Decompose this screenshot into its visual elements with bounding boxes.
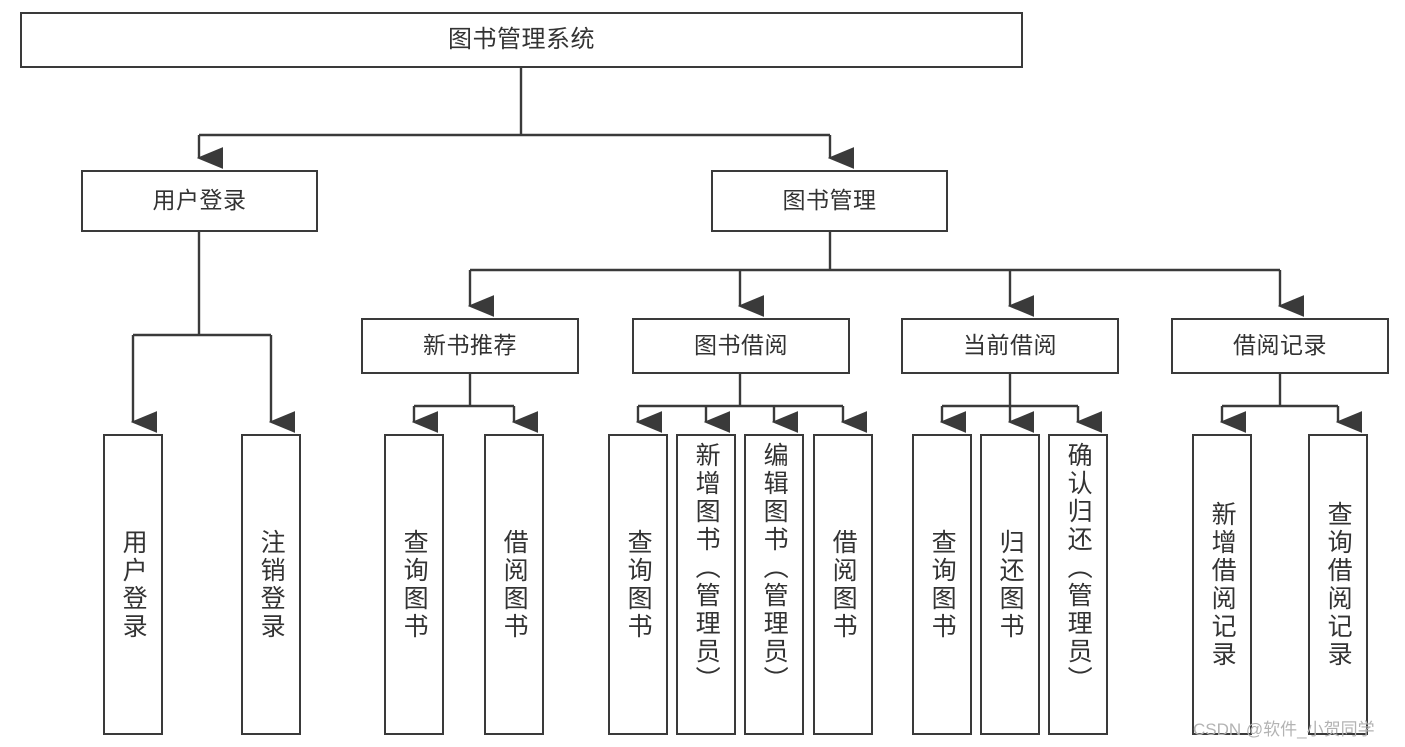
leaf-add-book-admin[interactable]: 新增图书（管理员） <box>676 434 736 735</box>
leaf-query-book-recommend[interactable]: 查询图书 <box>384 434 444 735</box>
node-root-system[interactable]: 图书管理系统 <box>20 12 1023 68</box>
node-label: 用户登录 <box>152 187 247 214</box>
leaf-borrow-book-recommend[interactable]: 借阅图书 <box>484 434 544 735</box>
node-label: 图书管理系统 <box>448 25 595 53</box>
node-label: 新书推荐 <box>423 332 517 359</box>
node-borrow-record[interactable]: 借阅记录 <box>1171 318 1389 374</box>
node-book-borrow[interactable]: 图书借阅 <box>632 318 850 374</box>
node-label: 新增图书（管理员） <box>692 442 721 694</box>
leaf-query-borrow-record[interactable]: 查询借阅记录 <box>1308 434 1368 735</box>
leaf-borrow-book[interactable]: 借阅图书 <box>813 434 873 735</box>
node-label: 查询图书 <box>928 528 957 641</box>
node-label: 借阅图书 <box>500 528 529 641</box>
node-label: 新增借阅记录 <box>1208 500 1237 669</box>
node-new-book-recommend[interactable]: 新书推荐 <box>361 318 579 374</box>
node-label: 图书借阅 <box>694 332 788 359</box>
node-label: 查询借阅记录 <box>1324 500 1353 669</box>
node-label: 注销登录 <box>257 528 286 641</box>
leaf-query-book-borrow[interactable]: 查询图书 <box>608 434 668 735</box>
node-label: 确认归还（管理员） <box>1064 442 1093 694</box>
node-user-login[interactable]: 用户登录 <box>81 170 318 232</box>
leaf-add-borrow-record[interactable]: 新增借阅记录 <box>1192 434 1252 735</box>
node-label: 编辑图书（管理员） <box>760 442 789 694</box>
leaf-logout-login[interactable]: 注销登录 <box>241 434 301 735</box>
node-label: 归还图书 <box>996 528 1025 641</box>
leaf-confirm-return-admin[interactable]: 确认归还（管理员） <box>1048 434 1108 735</box>
node-label: 用户登录 <box>119 528 148 641</box>
leaf-edit-book-admin[interactable]: 编辑图书（管理员） <box>744 434 804 735</box>
node-label: 借阅图书 <box>829 528 858 641</box>
leaf-query-book-current[interactable]: 查询图书 <box>912 434 972 735</box>
leaf-return-book[interactable]: 归还图书 <box>980 434 1040 735</box>
node-label: 借阅记录 <box>1233 332 1327 359</box>
leaf-user-login[interactable]: 用户登录 <box>103 434 163 735</box>
node-label: 查询图书 <box>624 528 653 641</box>
node-label: 图书管理 <box>782 187 877 214</box>
node-book-management[interactable]: 图书管理 <box>711 170 948 232</box>
node-current-borrow[interactable]: 当前借阅 <box>901 318 1119 374</box>
node-label: 查询图书 <box>400 528 429 641</box>
node-label: 当前借阅 <box>963 332 1057 359</box>
